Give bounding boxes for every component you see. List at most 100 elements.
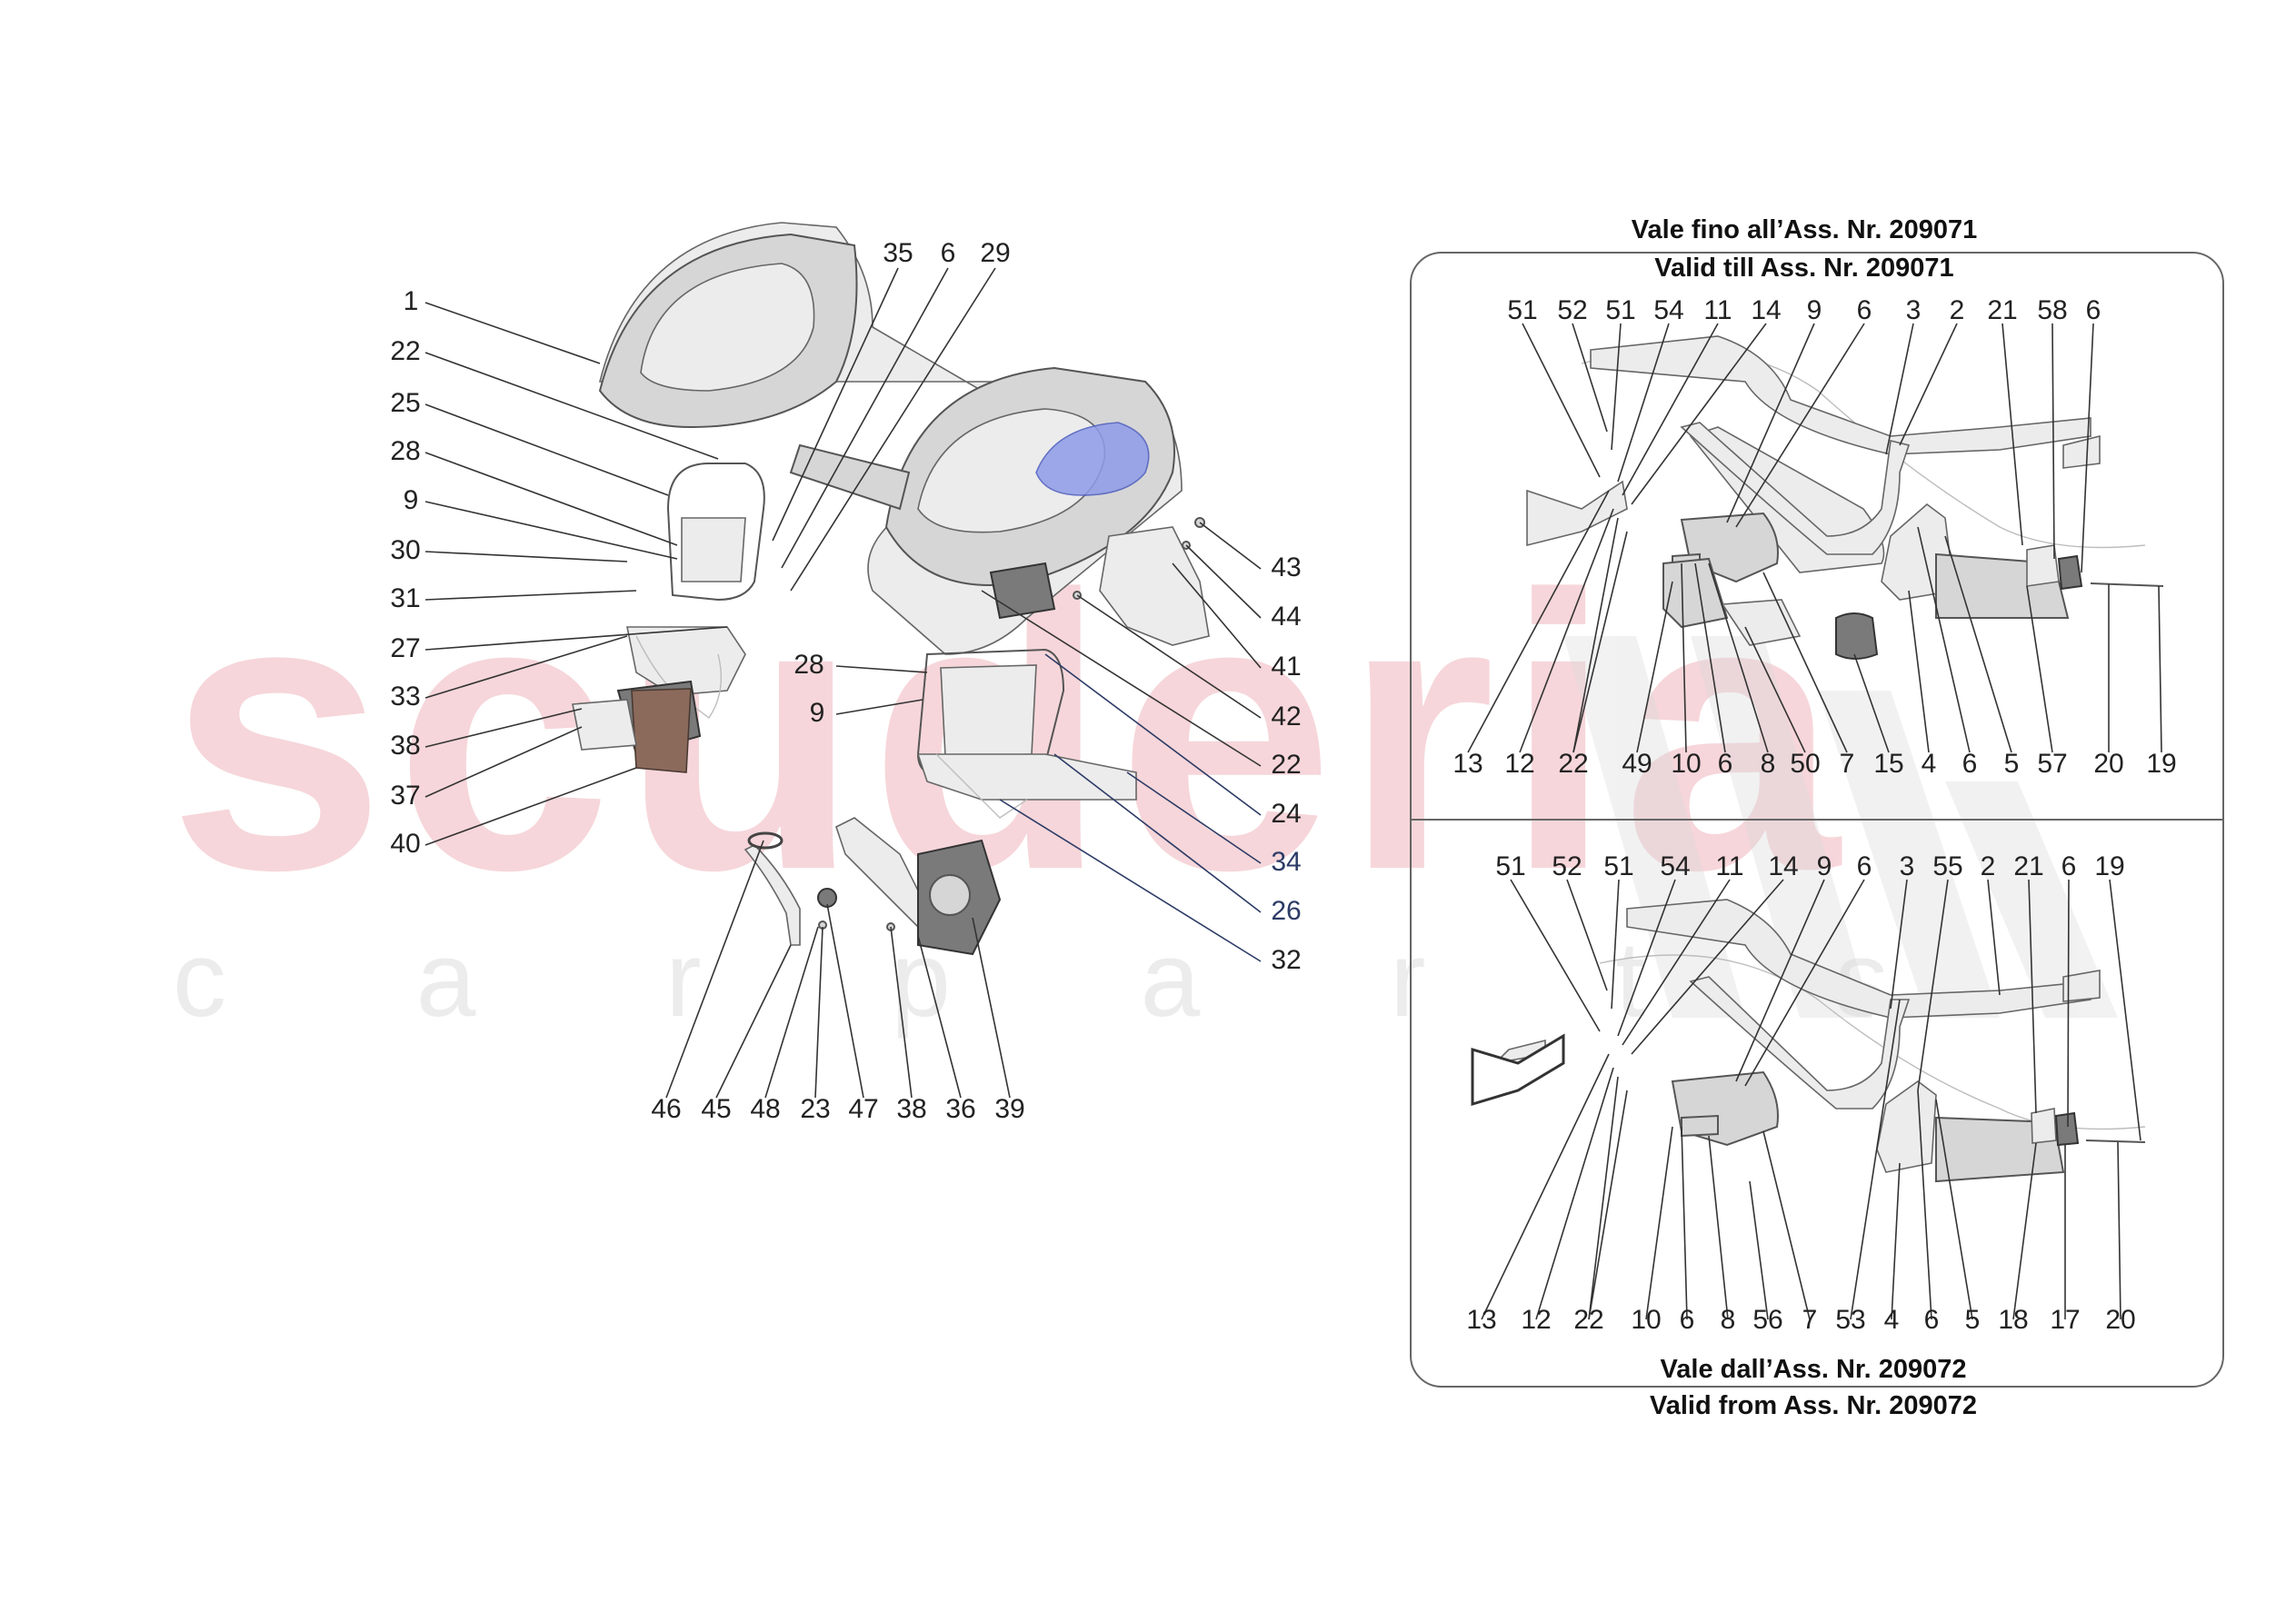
callout-label: 14 <box>1751 295 1781 325</box>
callout-label: 45 <box>701 1094 731 1124</box>
callout-label: 13 <box>1466 1305 1496 1335</box>
callout-label: 20 <box>2105 1305 2135 1335</box>
callout-label: 6 <box>1718 749 1733 779</box>
callout-label: 34 <box>1271 847 1301 877</box>
callout-label: 36 <box>945 1094 975 1124</box>
callout-label: 9 <box>404 485 419 515</box>
callout-label: 39 <box>994 1094 1024 1124</box>
callout-label: 28 <box>794 650 824 680</box>
callout-label: 19 <box>2094 851 2124 881</box>
callout-label: 8 <box>1721 1305 1736 1335</box>
callout-label: 47 <box>848 1094 878 1124</box>
callout-label: 44 <box>1271 602 1301 632</box>
right-side-callouts: 43 44 41 42 22 24 34 26 32 <box>1271 552 1301 975</box>
callout-label: 6 <box>1924 1305 1940 1335</box>
callout-label: 52 <box>1552 851 1582 881</box>
callout-label: 6 <box>1680 1305 1695 1335</box>
callout-label: 6 <box>941 238 956 268</box>
callout-label: 9 <box>1817 851 1832 881</box>
callout-label: 38 <box>390 731 420 761</box>
callout-label: 24 <box>1271 799 1301 829</box>
callout-label: 2 <box>1981 851 1996 881</box>
center-bracket <box>916 753 1137 801</box>
callout-label: 54 <box>1653 295 1683 325</box>
callout-label: 37 <box>390 781 420 811</box>
callout-label: 33 <box>390 682 420 711</box>
callout-label: 6 <box>1962 749 1978 779</box>
callout-label: 51 <box>1507 295 1537 325</box>
callout-label: 1 <box>404 286 419 316</box>
callout-label: 55 <box>1932 851 1962 881</box>
callout-label: 46 <box>651 1094 681 1124</box>
callout-label: 10 <box>1671 749 1701 779</box>
panel-top-header-en: Valid till Ass. Nr. 209071 <box>1654 254 1953 283</box>
callout-label: 6 <box>2061 851 2077 881</box>
callout-label: 6 <box>2086 295 2101 325</box>
left-callouts: 1 22 25 28 9 30 31 27 33 38 37 40 <box>390 286 420 859</box>
callout-label: 49 <box>1622 749 1652 779</box>
bottom-rail <box>1626 899 2091 1019</box>
callout-label: 30 <box>390 535 420 565</box>
callout-label: 7 <box>1840 749 1855 779</box>
callout-label: 58 <box>2037 295 2067 325</box>
mid-callouts: 28 9 <box>794 650 824 728</box>
callout-label: 4 <box>1884 1305 1900 1335</box>
callout-label: 13 <box>1452 749 1482 779</box>
callout-label: 41 <box>1271 652 1301 682</box>
callout-label: 22 <box>1271 750 1301 780</box>
callout-label: 3 <box>1900 851 1915 881</box>
callout-label: 5 <box>2004 749 2020 779</box>
top-rail <box>1590 335 2091 455</box>
callout-label: 53 <box>1835 1305 1865 1335</box>
callout-label: 38 <box>896 1094 926 1124</box>
callout-label: 50 <box>1790 749 1820 779</box>
top-variant-drawing <box>1526 335 2164 660</box>
callout-label: 32 <box>1271 945 1301 975</box>
callout-label: 5 <box>1965 1305 1981 1335</box>
callout-label: 43 <box>1271 552 1301 582</box>
panel-bottom-footer-en: Valid from Ass. Nr. 209072 <box>1650 1391 1977 1420</box>
callout-label: 23 <box>800 1094 830 1124</box>
bottom-variant-leaders <box>1481 879 2141 1320</box>
callout-label: 2 <box>1950 295 1965 325</box>
callout-label: 3 <box>1906 295 1922 325</box>
callout-label: 51 <box>1495 851 1525 881</box>
callout-label: 11 <box>1703 295 1732 325</box>
callout-label: 14 <box>1768 851 1798 881</box>
callout-label: 8 <box>1761 749 1776 779</box>
callout-label: 40 <box>390 829 420 859</box>
callout-label: 15 <box>1873 749 1903 779</box>
callout-label: 6 <box>1857 295 1872 325</box>
right-side-leaders <box>981 522 1262 962</box>
right-cover-bracket <box>1099 526 1210 646</box>
callout-label: 57 <box>2037 749 2067 779</box>
callout-label: 11 <box>1715 851 1743 881</box>
callout-label: 25 <box>390 388 420 418</box>
callout-label: 52 <box>1557 295 1587 325</box>
top-variant-leaders <box>1467 323 2162 753</box>
callout-label: 48 <box>750 1094 780 1124</box>
callout-label: 42 <box>1271 702 1301 731</box>
blue-highlight <box>1035 422 1150 496</box>
left-seal-frame <box>666 463 765 602</box>
callout-label: 26 <box>1271 896 1301 926</box>
callout-label: 35 <box>883 238 913 268</box>
callout-label: 21 <box>1987 295 2017 325</box>
callout-label: 17 <box>2050 1305 2080 1335</box>
variant-panel: Vale fino all’Ass. Nr. 209071 Valid till… <box>1410 215 2224 1420</box>
bottom-right-panel <box>1876 1080 1937 1173</box>
bottom-seal <box>1689 976 1911 1110</box>
callout-label: 9 <box>1807 295 1822 325</box>
bottom-row-callouts: 46 45 48 23 47 38 36 39 <box>651 1094 1024 1124</box>
callout-label: 7 <box>1802 1305 1818 1335</box>
callout-label: 10 <box>1631 1305 1661 1335</box>
callout-label: 21 <box>2013 851 2043 881</box>
callout-label: 20 <box>2093 749 2123 779</box>
bottom-variant-callouts: 51 52 51 54 11 14 9 6 3 55 2 21 6 19 13 … <box>1466 851 2135 1335</box>
callout-label: 27 <box>390 633 420 663</box>
callout-label: 18 <box>1998 1305 2028 1335</box>
callout-label: 9 <box>810 698 825 728</box>
callout-label: 19 <box>2146 749 2176 779</box>
left-leaders <box>424 267 1011 1099</box>
